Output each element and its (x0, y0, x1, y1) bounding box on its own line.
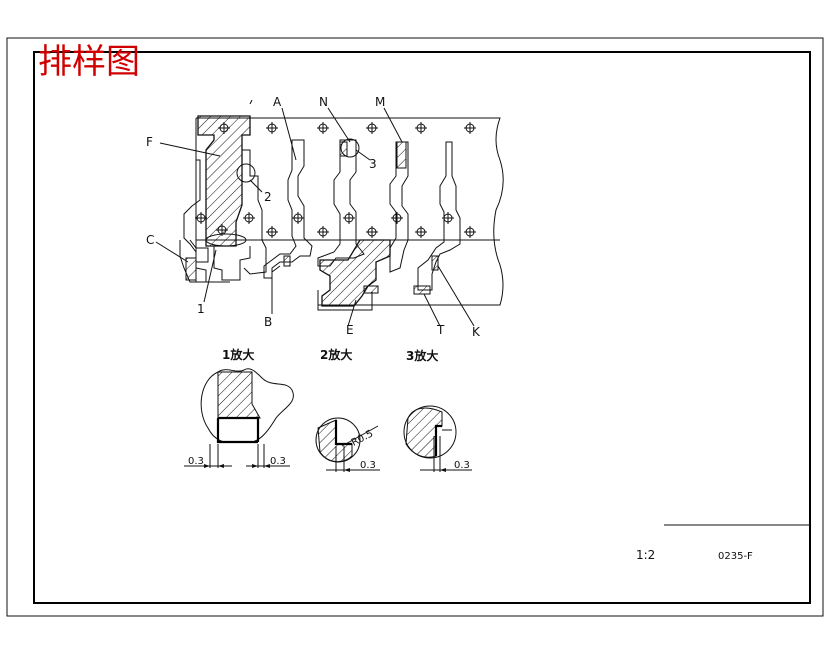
leader-M (383, 107, 403, 143)
detail-1-dim-right: 0.3 (270, 456, 286, 467)
detail-1-arrow-l (204, 464, 210, 468)
pilot-hole (195, 212, 207, 224)
detail-3: 3放大 0.3 (403, 348, 472, 472)
pilot-hole (415, 226, 427, 238)
part-C-inner (189, 239, 209, 263)
detail-1-dim-left: 0.3 (188, 456, 204, 467)
pilot-hole (464, 122, 476, 134)
sheet-title: 排样图 (38, 42, 140, 82)
leader-3 (355, 149, 371, 161)
scale-text: 1:2 (636, 548, 655, 562)
stray-tick (249, 99, 253, 105)
punch-E (319, 239, 391, 307)
leader-2 (249, 179, 263, 193)
callout-2: 2 (264, 190, 272, 204)
callout-E: E (346, 323, 354, 337)
callout-B: B (264, 315, 272, 329)
station-T-tab (413, 285, 431, 295)
detail-1-profile (216, 416, 260, 444)
leader-A (281, 107, 297, 161)
detail-1-hatch (217, 371, 261, 419)
detail-1-marker (205, 233, 247, 247)
detail-1-arrow-r (252, 464, 258, 468)
detail-3-title: 3放大 (406, 348, 438, 363)
leader-T (423, 293, 441, 327)
inner-border (33, 51, 811, 604)
strip-layout: F A N M C B E T K 1 2 3 (146, 95, 504, 339)
punch-F (197, 115, 251, 247)
pilot-holes-top (218, 122, 476, 134)
leader-B (271, 265, 281, 314)
drawing-number: 0235-F (718, 551, 753, 562)
leader-C (155, 241, 189, 263)
leader-1 (203, 249, 217, 303)
callout-1: 1 (197, 302, 205, 316)
callout-N: N (319, 95, 328, 109)
callout-3: 3 (369, 157, 377, 171)
detail-3-circle (403, 405, 457, 459)
pilot-hole (366, 122, 378, 134)
station-E-tab (363, 285, 379, 294)
pilot-hole (266, 122, 278, 134)
pilot-hole (292, 212, 304, 224)
pilot-hole (366, 226, 378, 238)
pilot-hole (415, 122, 427, 134)
callout-A: A (273, 95, 282, 109)
pilot-holes-low (216, 224, 476, 238)
pilot-hole (343, 212, 355, 224)
detail-1-arrow-r2 (264, 464, 270, 468)
station-A-part (263, 139, 313, 279)
part-right-of-punch (242, 149, 267, 275)
station-K-part (417, 141, 461, 291)
detail-2-arrow (344, 468, 350, 472)
detail-3-arrow (440, 468, 446, 472)
leader-F (159, 142, 221, 157)
station-M-part (389, 141, 409, 273)
punch-E-base (317, 292, 373, 311)
callout-C: C (146, 233, 154, 247)
detail-3-marker (340, 138, 360, 158)
pilot-hole (391, 212, 403, 224)
leader-K (437, 265, 475, 327)
pilot-holes-mid (195, 212, 454, 224)
pilot-hole (464, 226, 476, 238)
detail-2-dim-text: 0.3 (360, 460, 376, 471)
pilot-hole (317, 226, 329, 238)
pilot-hole (243, 212, 255, 224)
detail-2: 2放大 R0.5 0.3 (315, 347, 380, 472)
leader-N (327, 107, 351, 143)
detail-3-dim-text: 0.3 (454, 460, 470, 471)
station-K-tab (431, 255, 439, 271)
station-A-tab (283, 255, 291, 267)
part-under-punch (213, 246, 251, 281)
leader-E (347, 299, 357, 327)
callout-M: M (375, 95, 385, 109)
callout-K: K (472, 325, 481, 339)
callout-F: F (146, 135, 153, 149)
station-M-tab (396, 141, 407, 169)
pilot-hole (317, 122, 329, 134)
detail-2-profile (334, 420, 352, 446)
detail-1-outline (200, 368, 294, 443)
detail-1-arrow-l2 (218, 464, 224, 468)
detail-1: 1放大 0.3 0.3 (184, 347, 294, 468)
detail-2-leader (341, 425, 379, 447)
detail-2-marker (236, 163, 256, 183)
detail-3-profile (434, 424, 442, 456)
part-C-hatch (185, 257, 197, 281)
pilot-hole (266, 226, 278, 238)
detail-2-title: 2放大 (320, 347, 352, 362)
callout-T: T (436, 323, 445, 337)
outer-border (6, 37, 824, 617)
detail-2-radius: R0.5 (350, 428, 375, 448)
detail-1-title: 1放大 (222, 347, 254, 362)
